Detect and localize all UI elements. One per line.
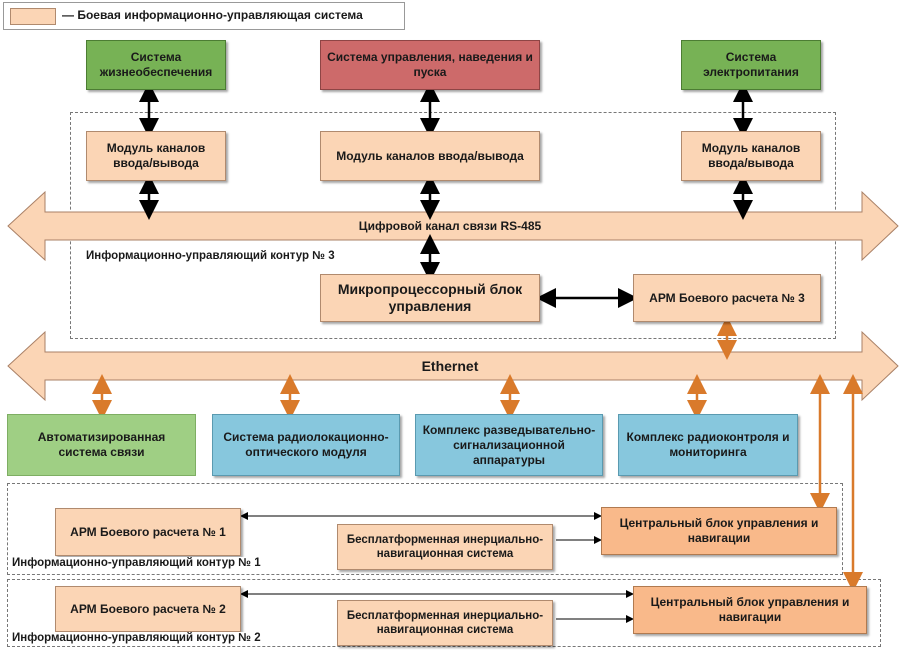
io-module-right: Модуль каналов ввода/вывода [681,131,821,181]
ethernet-bus-arrow [7,330,899,402]
comms-system: Автоматизированная система связи [7,414,196,476]
contour2-label: Информационно-управляющий контур № 2 [12,632,261,644]
life-support-system: Система жизнеобеспечения [86,40,226,90]
radio-complex: Комплекс радиоконтроля и мониторинга [618,414,798,476]
ins1-block: Бесплатформенная инерциально-навигационн… [337,524,553,570]
io-module-center: Модуль каналов ввода/вывода [320,131,540,181]
recon-complex: Комплекс разведывательно-сигнализационно… [415,414,603,476]
rs485-label: Цифровой канал связи RS-485 [358,219,542,233]
legend-swatch [10,8,56,25]
contour1-frame [7,483,843,575]
contour1-label: Информационно-управляющий контур № 1 [12,557,261,569]
contour2-frame [7,579,881,647]
mcu-block: Микропроцессорный блок управления [320,274,540,322]
legend-text: — Боевая информационно-управляющая систе… [62,8,363,22]
ethernet-label: Ethernet [421,358,479,374]
arm3-block: АРМ Боевого расчета № 3 [633,274,821,322]
contour3-label: Информационно-управляющий контур № 3 [86,250,335,262]
io-module-left: Модуль каналов ввода/вывода [86,131,226,181]
central2-block: Центральный блок управления и навигации [633,586,867,634]
ins2-block: Бесплатформенная инерциально-навигационн… [337,600,553,646]
rs485-bus-arrow [7,190,899,262]
radar-system: Система радиолокационно-оптического моду… [212,414,400,476]
legend-frame [3,2,405,30]
guidance-system: Система управления, наведения и пуска [320,40,540,90]
arm2-block: АРМ Боевого расчета № 2 [55,586,241,632]
central1-block: Центральный блок управления и навигации [601,507,837,555]
arm1-block: АРМ Боевого расчета № 1 [55,508,241,556]
power-system: Система электропитания [681,40,821,90]
